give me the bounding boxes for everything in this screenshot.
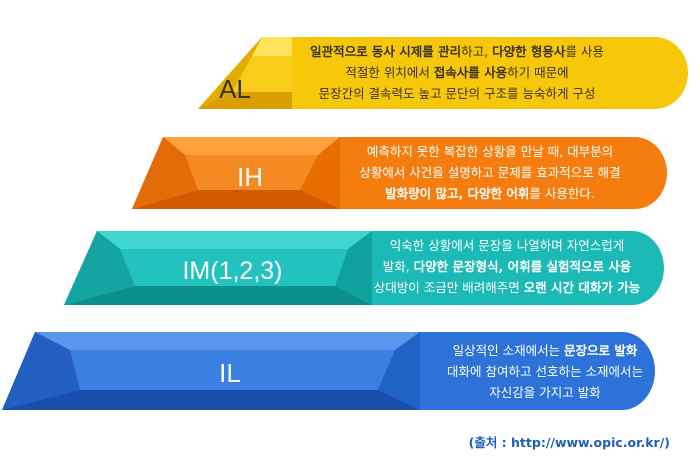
description-text: 문장간의 결속력도 높고 문단의 구조를 능숙하게 구성 bbox=[318, 86, 596, 101]
tier-ih-description-line: 발화량이 많고, 다양한 어휘를 사용한다. bbox=[340, 183, 640, 204]
description-text: 일상적인 소재에서는 bbox=[452, 343, 565, 358]
description-text: 상황에서 사건을 설명하고 문제를 효과적으로 해결 bbox=[359, 165, 621, 180]
description-text: 하기 때문에 bbox=[507, 65, 569, 80]
description-text: 자신감을 가지고 발화 bbox=[489, 385, 601, 400]
description-text: 익숙한 상황에서 문장을 나열하며 자연스럽게 bbox=[389, 238, 625, 253]
tier-im-banner bbox=[350, 231, 664, 305]
emphasis-text: 다양한 문장형식, 어휘를 실험적으로 사용 bbox=[413, 259, 632, 274]
tier-il-description-line: 일상적인 소재에서는 문장으로 발화 bbox=[410, 340, 680, 361]
description-text: 상대방이 조금만 배려해주면 bbox=[373, 280, 524, 295]
tier-il-description-line: 대화에 참여하고 선호하는 소재에서는 bbox=[410, 361, 680, 382]
tier-im-description-line: 발화, 다양한 문장형식, 어휘를 실험적으로 사용 bbox=[362, 256, 652, 277]
tier-il-banner bbox=[390, 332, 655, 410]
tier-al-level: AL bbox=[219, 74, 251, 104]
emphasis-text: 문장으로 발화 bbox=[564, 343, 638, 358]
description-text: 하고, bbox=[461, 44, 493, 59]
tier-al-description-line: 일관적으로 동사 시제를 관리하고, 다양한 형용사를 사용 bbox=[292, 41, 622, 62]
tier-ih-banner bbox=[325, 137, 667, 209]
description-text: 적절한 위치에서 bbox=[345, 65, 434, 80]
emphasis-text: 발화량이 많고, 다양한 어휘 bbox=[385, 186, 530, 201]
tier-al-banner bbox=[270, 37, 688, 109]
tier-ih-description-line: 예측하지 못한 복잡한 상황을 만날 때, 대부분의 bbox=[340, 141, 640, 162]
tier-al-description-line: 적절한 위치에서 접속사를 사용하기 때문에 bbox=[292, 62, 622, 83]
emphasis-text: 다양한 형용사 bbox=[492, 44, 566, 59]
tier-ih-level: IH bbox=[237, 162, 263, 192]
description-text: 를 사용 bbox=[565, 44, 604, 59]
tier-ih-description-line: 상황에서 사건을 설명하고 문제를 효과적으로 해결 bbox=[340, 162, 640, 183]
description-text: 발화, bbox=[382, 259, 414, 274]
emphasis-text: 오랜 시간 대화가 가능 bbox=[523, 280, 641, 295]
description-text: 대화에 참여하고 선호하는 소재에서는 bbox=[447, 364, 643, 379]
emphasis-text: 접속사를 사용 bbox=[433, 65, 508, 80]
tier-im-description-line: 익숙한 상황에서 문장을 나열하며 자연스럽게 bbox=[362, 235, 652, 256]
emphasis-text: 일관적으로 동사 시제를 관리 bbox=[310, 44, 462, 59]
tier-al-description-line: 문장간의 결속력도 높고 문단의 구조를 능숙하게 구성 bbox=[292, 83, 622, 104]
tier-il-level: IL bbox=[219, 358, 241, 388]
tier-im-level: IM(1,2,3) bbox=[182, 257, 283, 285]
source-citation: (출처 : http://www.opic.or.kr/) bbox=[468, 435, 670, 450]
description-text: 를 사용한다. bbox=[529, 186, 595, 201]
description-text: 예측하지 못한 복잡한 상황을 만날 때, 대부분의 bbox=[366, 144, 614, 159]
tier-im-description-line: 상대방이 조금만 배려해주면 오랜 시간 대화가 가능 bbox=[362, 277, 652, 298]
tier-il-description-line: 자신감을 가지고 발화 bbox=[410, 382, 680, 403]
